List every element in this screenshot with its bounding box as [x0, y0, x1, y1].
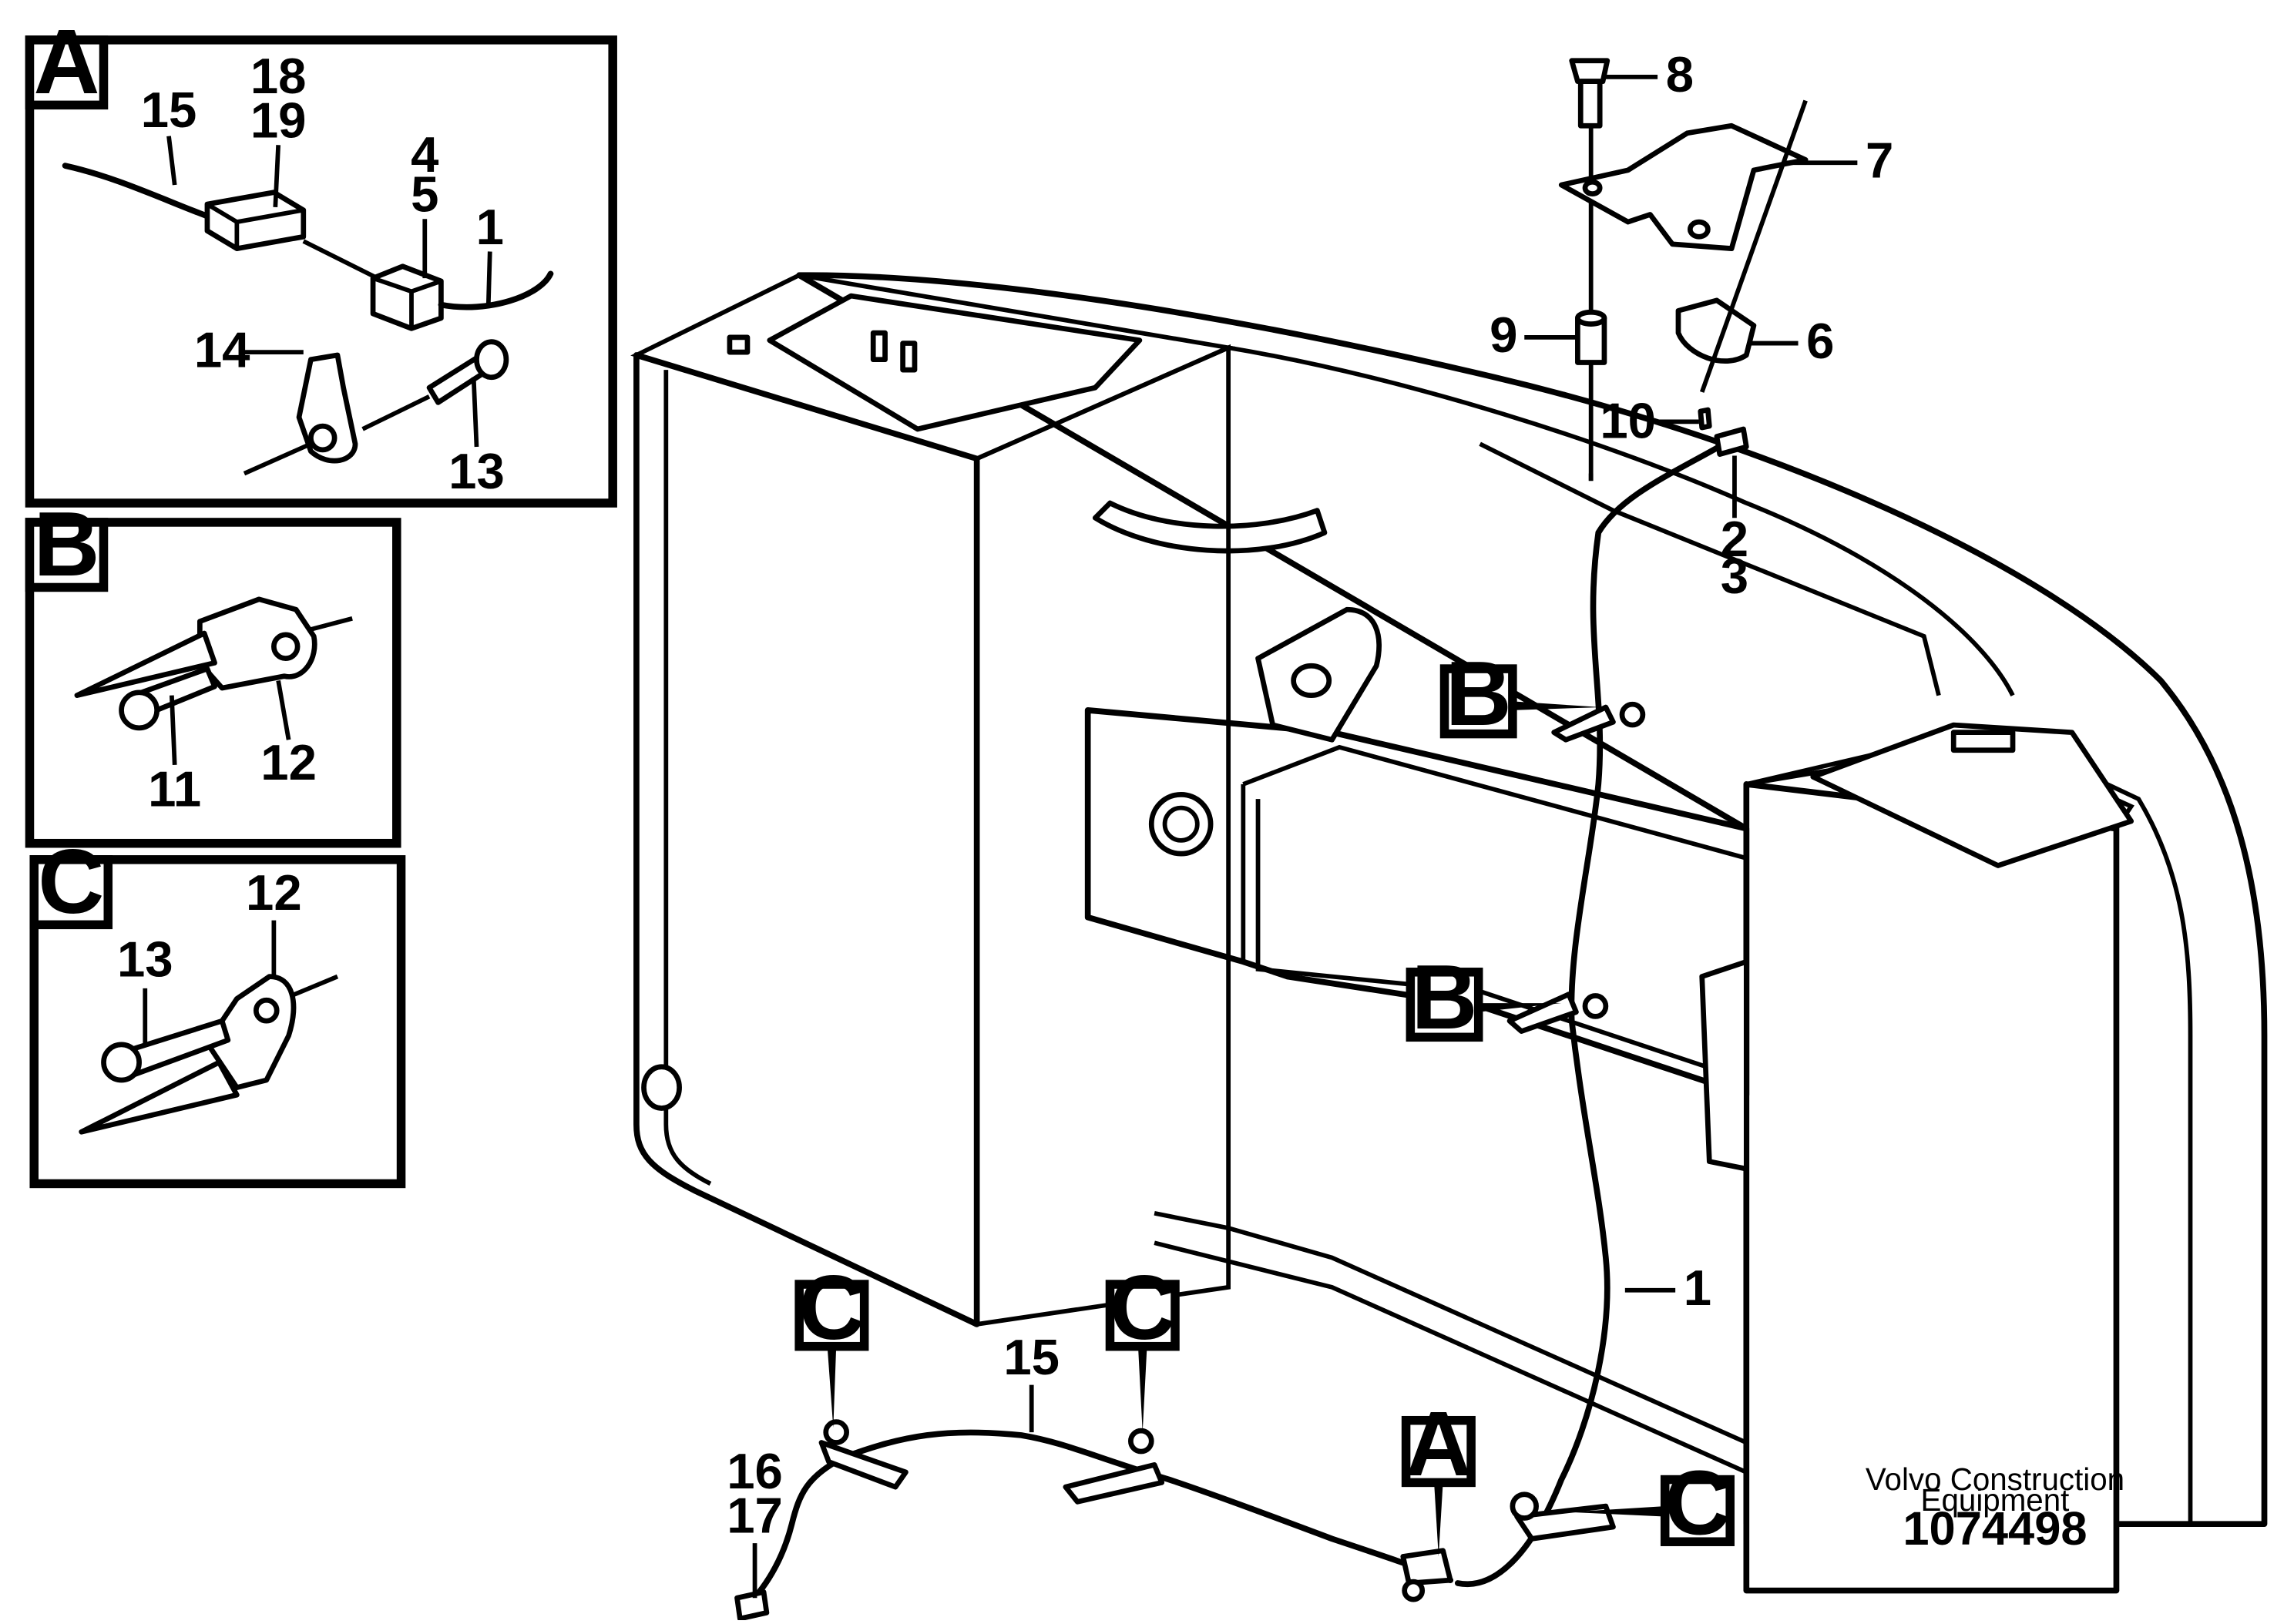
bolt-8-shank	[1577, 79, 1603, 129]
callout-b-lower: B	[1412, 946, 1478, 1049]
callout-c-middle: C	[1110, 1257, 1176, 1359]
label-10: 10	[1600, 392, 1656, 448]
label-19: 19	[250, 92, 307, 149]
label-2: 2	[1721, 511, 1748, 567]
clamp-a	[1400, 1548, 1453, 1586]
label-11: 11	[148, 761, 201, 817]
label-13-detail-a: 13	[448, 443, 505, 499]
detail-box-a-letter: A	[34, 11, 100, 113]
cable-tie-detail-c	[79, 1059, 240, 1135]
brand-line-2: Equipment	[1921, 1482, 2070, 1518]
clamp-c-right	[1514, 1503, 1616, 1542]
label-16: 16	[727, 1443, 783, 1499]
label-3: 3	[1721, 548, 1748, 604]
clamp-b-upper	[1551, 704, 1616, 743]
cable-15-detail	[62, 163, 218, 223]
hatch-slot	[1950, 730, 2016, 753]
connector-2-3	[1714, 426, 1749, 457]
cable-1	[1454, 441, 1728, 1587]
label-6: 6	[1806, 313, 1834, 369]
top-hatch-right	[1810, 722, 2134, 868]
bracket-7	[1558, 122, 1809, 252]
label-13-detail-c: 13	[117, 931, 173, 988]
beam-boss	[1148, 791, 1214, 857]
callout-a: A	[1406, 1393, 1472, 1495]
cable-tie-detail-b	[74, 630, 217, 699]
label-5: 5	[411, 166, 438, 223]
callout-c-left: C	[798, 1257, 865, 1359]
callout-b-upper: B	[1446, 643, 1512, 745]
label-9: 9	[1490, 307, 1517, 363]
label-1-detail: 1	[476, 199, 504, 255]
wire-harness	[734, 426, 1749, 1622]
clamp-c-left	[818, 1440, 909, 1490]
label-15: 15	[141, 82, 197, 138]
label-7: 7	[1866, 132, 1893, 188]
bolt-8-head	[1569, 58, 1611, 84]
label-8: 8	[1666, 46, 1694, 102]
connector-4-5	[370, 263, 444, 331]
screw-10	[1698, 407, 1712, 431]
handle	[1092, 500, 1328, 554]
connector-16-17	[734, 1589, 770, 1622]
label-14: 14	[194, 321, 250, 377]
detail-box-b: B 11 12	[25, 493, 401, 848]
label-12-detail-b: 12	[260, 734, 317, 790]
counterweight-body	[630, 272, 2268, 1594]
detail-box-c-letter: C	[38, 830, 104, 933]
detail-box-a: A 15 18 19 4 5 1 14 13	[25, 11, 617, 508]
brand-line-1: Volvo Construction	[1866, 1461, 2124, 1497]
cable-1-detail	[438, 270, 554, 310]
label-17: 17	[727, 1488, 783, 1544]
doc-number: 1074498	[1903, 1502, 2087, 1555]
mounting-hardware	[1558, 58, 1809, 481]
detail-box-c: C 12 13	[29, 830, 406, 1189]
main-labels: 8 7 9 6 10 2 3 1 15 16 17	[727, 46, 1893, 1599]
label-18: 18	[250, 48, 307, 104]
bracket-12-detail-b	[196, 596, 317, 691]
label-12-detail-c: 12	[246, 864, 302, 921]
brand-block: Volvo Construction Equipment 1074498	[1866, 1461, 2124, 1555]
callout-c-right: C	[1664, 1452, 1731, 1555]
clamp-c-middle	[1063, 1461, 1165, 1505]
top-hatch-left	[767, 293, 1143, 432]
detail-box-b-letter: B	[34, 493, 100, 596]
label-4: 4	[411, 126, 438, 183]
callouts: B B C C C A	[794, 643, 1735, 1557]
label-1: 1	[1684, 1260, 1711, 1316]
label-15: 15	[1003, 1329, 1060, 1385]
cable-15	[744, 1429, 1454, 1609]
